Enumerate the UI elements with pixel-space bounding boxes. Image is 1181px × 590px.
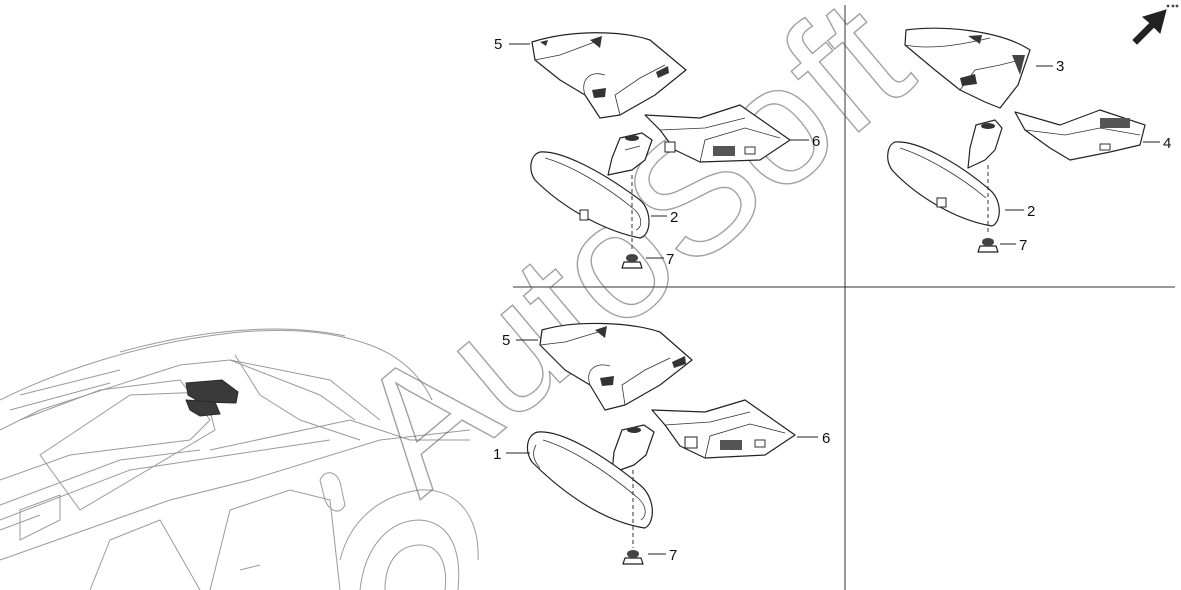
callout-6: 6 xyxy=(822,430,830,447)
panel-dividers xyxy=(513,5,1175,590)
callout-5: 5 xyxy=(494,36,502,53)
callout-6: 6 xyxy=(812,133,820,150)
mirror-nut-alt xyxy=(977,238,999,253)
mirror-cover-lower-p3 xyxy=(651,399,796,459)
rear-view-mirror xyxy=(530,151,650,239)
callout-7: 7 xyxy=(669,547,677,564)
callout-2: 2 xyxy=(1027,203,1035,220)
mirror-nut xyxy=(621,254,643,269)
callout-7: 7 xyxy=(1019,237,1027,254)
auto-dimming-mirror xyxy=(526,431,653,529)
callout-2: 2 xyxy=(670,209,678,226)
vehicle-overview xyxy=(0,328,479,590)
callout-5: 5 xyxy=(502,332,510,349)
rear-view-mirror-alt xyxy=(887,141,1000,227)
callout-leaders xyxy=(506,43,1160,555)
mirror-cover-lower-alt xyxy=(1014,109,1146,161)
mirror-nut-p3 xyxy=(622,550,644,565)
mirror-cover-upper-alt xyxy=(904,27,1031,109)
mirror-cover-lower xyxy=(644,104,791,163)
callouts: 5 6 2 7 3 4 2 7 5 6 1 7 xyxy=(493,36,1171,564)
panel-2 xyxy=(887,27,1146,253)
mirror-cover-upper xyxy=(531,32,687,119)
mirror-mount-bracket-alt xyxy=(967,119,1003,169)
mirror-mount-bracket-p3 xyxy=(611,424,655,473)
callout-7: 7 xyxy=(666,251,674,268)
mirror-cover-upper-p3 xyxy=(539,322,693,411)
front-direction-arrow-icon xyxy=(1132,4,1179,45)
callout-1: 1 xyxy=(493,446,501,463)
panel-1 xyxy=(530,32,791,269)
mirror-mount-bracket xyxy=(607,132,653,176)
callout-4: 4 xyxy=(1163,135,1171,152)
panel-3 xyxy=(526,322,796,565)
callout-3: 3 xyxy=(1056,58,1064,75)
